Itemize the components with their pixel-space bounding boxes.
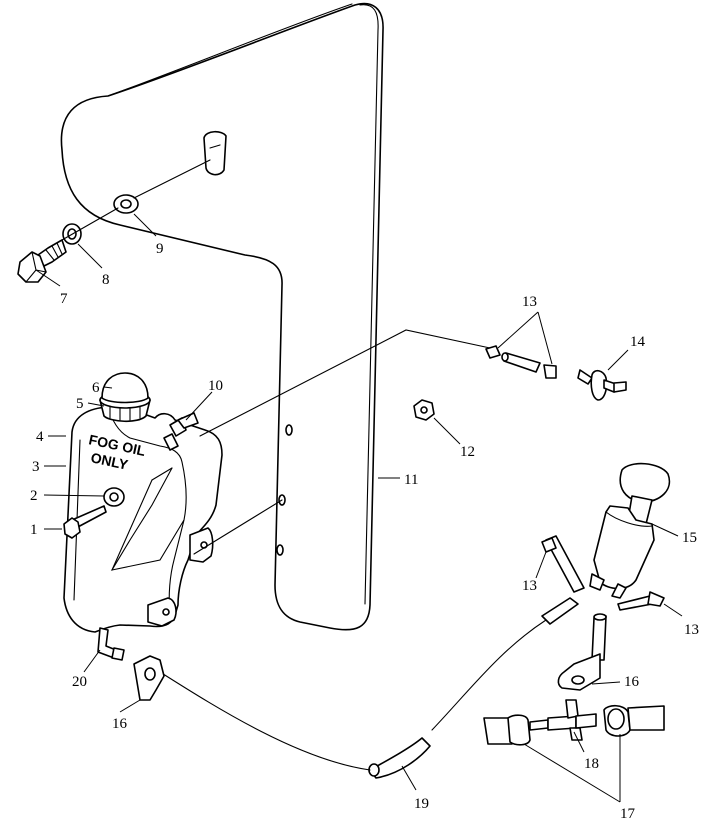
hose-13-left bbox=[541, 535, 585, 593]
bolt-7 bbox=[17, 239, 67, 283]
callout-1: 1 bbox=[30, 522, 38, 538]
callout-2: 2 bbox=[30, 488, 38, 504]
washer-9 bbox=[113, 194, 139, 214]
nut-12 bbox=[413, 399, 435, 421]
callout-13-left: 13 bbox=[522, 578, 537, 594]
callout-20: 20 bbox=[72, 674, 87, 690]
tank-label-line2: ONLY bbox=[89, 449, 130, 473]
callout-6: 6 bbox=[92, 380, 100, 396]
hose-13-top bbox=[485, 345, 557, 379]
bolt-axis-line bbox=[61, 159, 211, 241]
callout-14: 14 bbox=[630, 334, 646, 350]
callout-5: 5 bbox=[76, 396, 84, 412]
check-valve-14 bbox=[577, 369, 627, 401]
callout-13-top: 13 bbox=[522, 294, 537, 310]
callout-10: 10 bbox=[208, 378, 223, 394]
bracket-16-left bbox=[133, 655, 165, 701]
callout-16-left: 16 bbox=[112, 716, 128, 732]
oil-tank bbox=[63, 406, 223, 633]
callout-9: 9 bbox=[156, 241, 164, 257]
callout-11: 11 bbox=[404, 472, 418, 488]
hose-17-left bbox=[483, 714, 531, 746]
elbow-20 bbox=[97, 627, 125, 661]
tank-fitting-10 bbox=[163, 412, 199, 451]
callout-16-right: 16 bbox=[624, 674, 640, 690]
callout-3: 3 bbox=[32, 459, 40, 475]
mounting-panel bbox=[60, 2, 384, 631]
callout-8: 8 bbox=[102, 272, 110, 288]
callout-17: 17 bbox=[620, 806, 636, 820]
screw-1 bbox=[63, 505, 107, 539]
callout-12: 12 bbox=[460, 444, 475, 460]
callout-7: 7 bbox=[60, 291, 68, 307]
hose-lines bbox=[159, 329, 607, 779]
leader-lines bbox=[35, 213, 683, 803]
tee-18 bbox=[529, 699, 597, 741]
callout-18: 18 bbox=[584, 756, 599, 772]
callout-4: 4 bbox=[36, 429, 44, 445]
tank-cap bbox=[99, 372, 151, 423]
callout-15: 15 bbox=[682, 530, 697, 546]
callout-13-right: 13 bbox=[684, 622, 699, 638]
bracket-16-right bbox=[557, 653, 601, 691]
callout-19: 19 bbox=[414, 796, 429, 812]
hose-17-right bbox=[603, 704, 665, 737]
hose-13-right bbox=[617, 591, 665, 611]
callouts: 1 2 3 4 5 6 7 8 9 10 11 12 13 13 13 14 1… bbox=[30, 241, 699, 820]
washer-2 bbox=[103, 487, 125, 507]
pump-15 bbox=[589, 462, 671, 599]
